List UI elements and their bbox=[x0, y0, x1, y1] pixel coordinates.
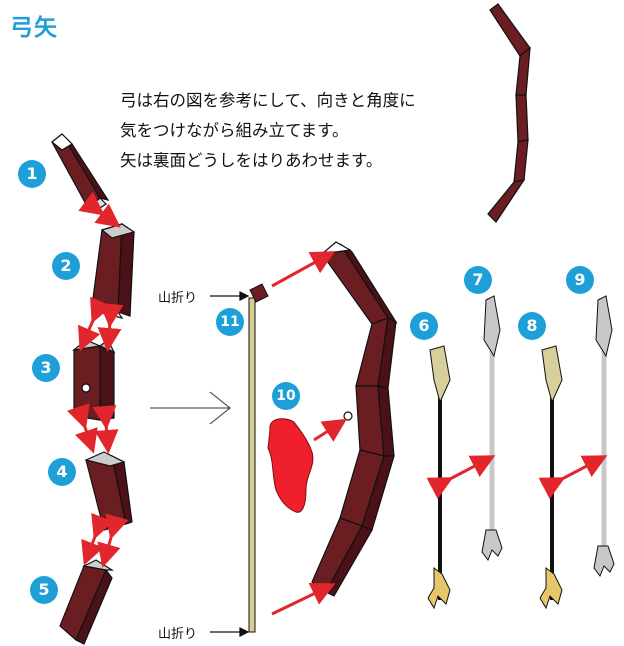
grip-piece bbox=[267, 418, 314, 513]
instructions: 弓は右の図を参考にして、向きと角度に 気をつけながら組み立てます。 矢は裏面どう… bbox=[120, 86, 520, 176]
bow-piece-1 bbox=[51, 133, 110, 213]
fold-label-top: 山折り bbox=[158, 291, 198, 306]
bow-string bbox=[248, 283, 269, 633]
bow-piece-4 bbox=[84, 451, 133, 531]
step-2-badge: 2 bbox=[52, 252, 80, 280]
assembly-arrows-arrows bbox=[426, 455, 608, 499]
step-10-badge: 10 bbox=[272, 382, 300, 410]
step-6-badge: 6 bbox=[410, 312, 438, 340]
instruction-line-1: 弓は右の図を参考にして、向きと角度に bbox=[120, 91, 416, 110]
arrow-8 bbox=[539, 345, 563, 610]
step-1-badge: 1 bbox=[18, 160, 46, 188]
step-4-badge: 4 bbox=[48, 458, 76, 486]
assembly-arrows-bow bbox=[271, 251, 348, 616]
bow-piece-5 bbox=[59, 559, 115, 645]
fold-label-bottom: 山折り bbox=[158, 627, 198, 642]
step-3-badge: 3 bbox=[32, 354, 60, 382]
bow-piece-2 bbox=[90, 222, 136, 319]
step-5-badge: 5 bbox=[30, 576, 58, 604]
arrow-6 bbox=[427, 345, 451, 610]
step-9-badge: 9 bbox=[566, 266, 594, 294]
page-title: 弓矢 bbox=[10, 15, 58, 41]
reference-bow bbox=[487, 3, 531, 223]
assembled-bow bbox=[311, 241, 398, 597]
arrow-9 bbox=[593, 295, 615, 578]
step-11-badge: 11 bbox=[216, 308, 244, 336]
assembly-arrows-left bbox=[66, 191, 129, 568]
direction-arrow bbox=[150, 391, 231, 425]
instruction-line-3: 矢は裏面どうしをはりあわせます。 bbox=[120, 151, 383, 170]
step-7-badge: 7 bbox=[464, 266, 492, 294]
fold-arrows bbox=[210, 291, 250, 637]
step-8-badge: 8 bbox=[518, 312, 546, 340]
arrow-7 bbox=[481, 295, 503, 562]
instruction-line-2: 気をつけながら組み立てます。 bbox=[120, 121, 349, 140]
bow-piece-3 bbox=[71, 339, 116, 421]
